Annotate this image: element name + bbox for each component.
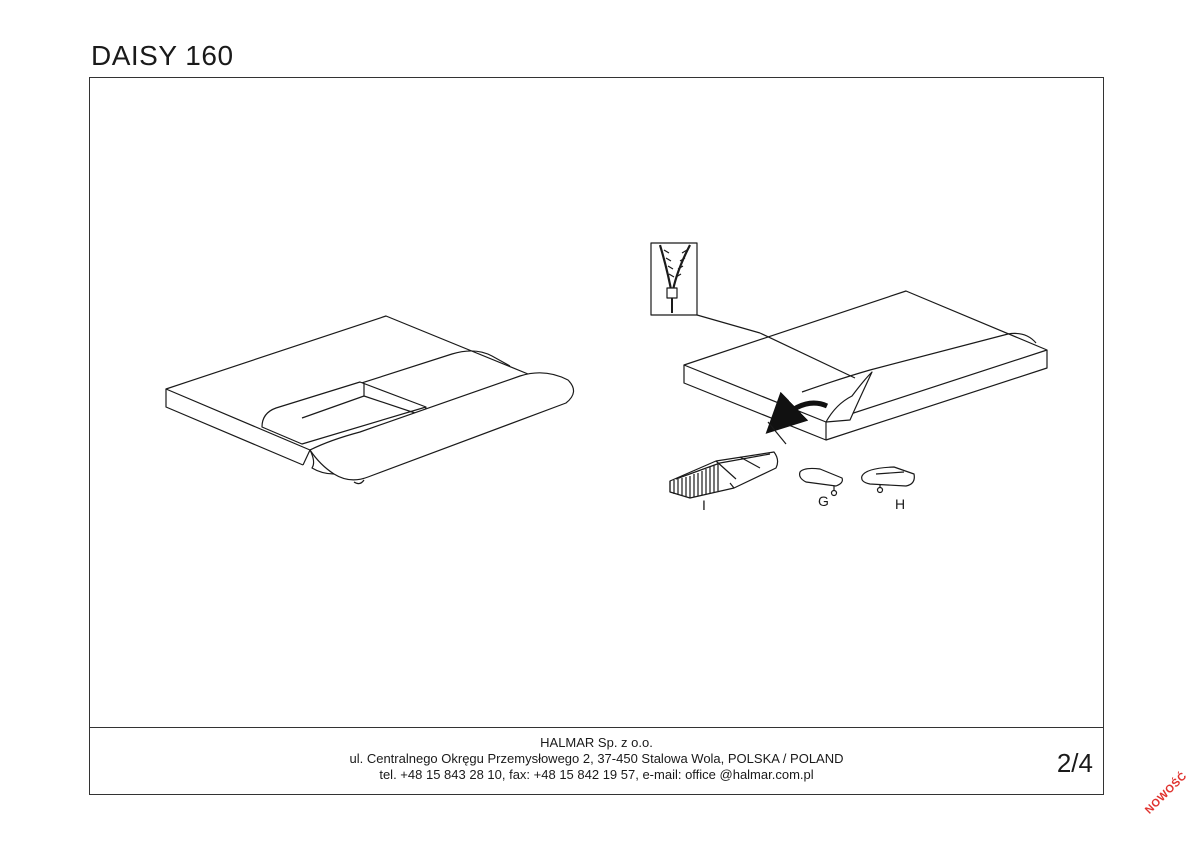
company-address: ul. Centralnego Okręgu Przemysłowego 2, … [349, 751, 844, 766]
part-h-connector-icon [861, 466, 915, 494]
company-contact: tel. +48 15 843 28 10, fax: +48 15 842 1… [379, 767, 814, 782]
company-name: HALMAR Sp. z o.o. [540, 735, 653, 750]
footer-info: HALMAR Sp. z o.o. ul. Centralnego Okręgu… [90, 735, 1103, 783]
part-g-label: G [818, 493, 829, 509]
part-i-label: I [702, 497, 706, 513]
footer-divider [90, 727, 1103, 728]
zipper-detail-icon [650, 242, 761, 334]
part-h-label: H [895, 496, 906, 512]
document-title: DAISY 160 [91, 40, 234, 71]
part-g-connector-icon [799, 467, 843, 497]
drawing-frame: HALMAR Sp. z o.o. ul. Centralnego Okręgu… [89, 77, 1104, 795]
page-number: 2/4 [1056, 748, 1093, 778]
part-i-slats-icon [669, 451, 779, 499]
mattress-zipper-illustration [683, 290, 1048, 445]
mattress-open-illustration [165, 315, 575, 485]
